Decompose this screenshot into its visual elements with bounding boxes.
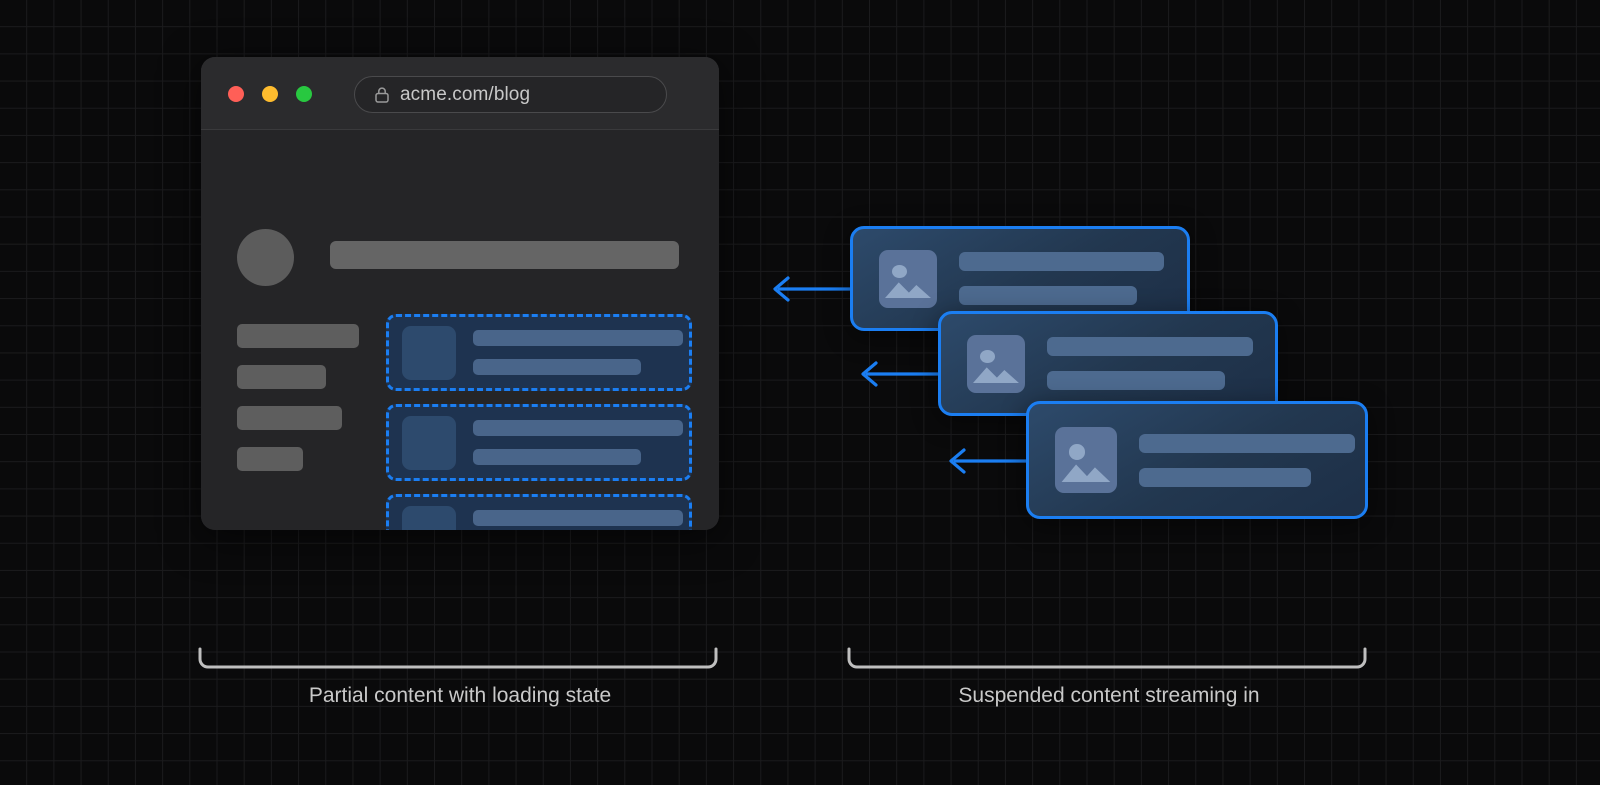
browser-window: acme.com/blog bbox=[201, 57, 719, 530]
skeleton-lines bbox=[473, 420, 683, 465]
bracket-right bbox=[847, 647, 1367, 669]
stream-arrow-2 bbox=[861, 361, 948, 387]
card-line bbox=[959, 286, 1137, 305]
card-lines bbox=[1139, 433, 1355, 487]
caption-left: Partial content with loading state bbox=[308, 684, 612, 707]
mountain-shape bbox=[1061, 464, 1111, 483]
skeleton-lines bbox=[473, 330, 683, 375]
browser-viewport bbox=[201, 130, 719, 530]
skeleton-line bbox=[473, 330, 683, 346]
skeleton-row bbox=[386, 404, 692, 481]
suspended-card bbox=[850, 226, 1190, 331]
url-bar[interactable]: acme.com/blog bbox=[354, 76, 667, 113]
skeleton-lines bbox=[473, 510, 683, 530]
traffic-lights bbox=[228, 86, 312, 102]
maximize-button[interactable] bbox=[296, 86, 312, 102]
card-line bbox=[1047, 337, 1253, 356]
suspended-card bbox=[938, 311, 1278, 416]
browser-titlebar: acme.com/blog bbox=[201, 57, 719, 130]
card-line bbox=[1139, 433, 1355, 453]
card-lines bbox=[959, 252, 1164, 305]
sidebar-placeholder-bar bbox=[237, 406, 342, 430]
mountain-shape bbox=[884, 282, 932, 299]
minimize-button[interactable] bbox=[262, 86, 278, 102]
sidebar-placeholder-bar bbox=[237, 365, 326, 389]
suspended-card bbox=[1026, 401, 1368, 519]
avatar-placeholder bbox=[237, 229, 294, 286]
thumb-placeholder bbox=[402, 505, 456, 530]
skeleton-line bbox=[473, 449, 641, 465]
skeleton-line bbox=[473, 359, 641, 375]
sidebar-placeholder-bar bbox=[237, 447, 303, 471]
sun-shape bbox=[979, 349, 996, 364]
thumb-placeholder bbox=[402, 325, 456, 380]
caption-right: Suspended content streaming in bbox=[958, 684, 1260, 707]
card-line bbox=[1047, 371, 1225, 390]
skeleton-line bbox=[473, 420, 683, 436]
card-line bbox=[1139, 467, 1311, 487]
sun-shape bbox=[891, 264, 908, 279]
skeleton-row bbox=[386, 314, 692, 391]
stream-arrow-3 bbox=[949, 448, 1036, 474]
bracket-left bbox=[198, 647, 718, 669]
skeleton-row bbox=[386, 494, 692, 530]
url-text: acme.com/blog bbox=[400, 83, 531, 105]
image-placeholder-icon bbox=[879, 249, 937, 308]
sun-shape bbox=[1068, 444, 1086, 460]
image-placeholder-icon bbox=[1055, 427, 1117, 493]
skeleton-line bbox=[473, 510, 683, 526]
card-lines bbox=[1047, 337, 1253, 390]
sidebar-placeholder-bar bbox=[237, 324, 359, 348]
stream-arrow-1 bbox=[773, 276, 860, 302]
lock-icon bbox=[375, 86, 389, 103]
close-button[interactable] bbox=[228, 86, 244, 102]
card-line bbox=[959, 252, 1164, 271]
mountain-shape bbox=[972, 367, 1020, 384]
header-placeholder bbox=[330, 241, 679, 269]
image-placeholder-icon bbox=[967, 334, 1025, 393]
thumb-placeholder bbox=[402, 415, 456, 470]
